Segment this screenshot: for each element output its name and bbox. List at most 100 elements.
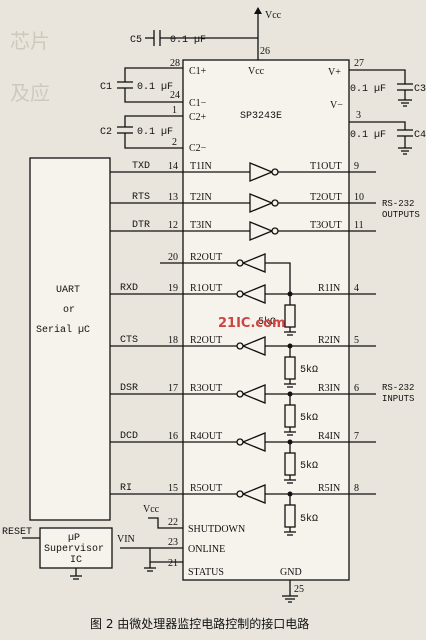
- r4-resistor-value: 5kΩ: [300, 460, 318, 472]
- pin-r2in-name: R2IN: [318, 335, 340, 346]
- r3-resistor-value: 5kΩ: [300, 412, 318, 424]
- pin-10: 10: [354, 192, 364, 203]
- pin-27: 27: [354, 58, 364, 69]
- supervisor-vin-label: VIN: [117, 534, 135, 545]
- t1-driver-icon: [249, 162, 274, 182]
- c2-wire-bottom: [124, 133, 183, 149]
- r1-resistor-icon: [284, 304, 296, 328]
- pin-21: 21: [168, 558, 178, 569]
- pin-status-name: STATUS: [188, 567, 224, 578]
- chip-name: SP3243E: [240, 111, 282, 122]
- pin-19: 19: [168, 283, 178, 294]
- pin-22: 22: [168, 517, 178, 528]
- r5-bubble: [236, 490, 244, 498]
- r4-bubble: [236, 438, 244, 446]
- shutdown-vcc-label: Vcc: [143, 504, 160, 515]
- signal-txd: TXD: [132, 161, 150, 172]
- pin-r2out-name: R2OUT: [190, 335, 222, 346]
- pin-16: 16: [168, 431, 178, 442]
- c3-wire: [349, 69, 406, 84]
- c3-value: 0.1 µF: [350, 84, 386, 95]
- c4-wire: [349, 121, 406, 130]
- vcc-label: Vcc: [265, 10, 282, 21]
- r5-resistor-icon: [284, 504, 296, 528]
- pin-20: 20: [168, 252, 178, 263]
- c2-value: 0.1 µF: [137, 127, 173, 138]
- c3-ground-icon: [398, 99, 412, 107]
- shutdown-vcc-wire: [148, 517, 183, 529]
- pin-r5out-name: R5OUT: [190, 483, 222, 494]
- r4-ground-icon: [284, 479, 296, 484]
- pin-17: 17: [168, 383, 178, 394]
- pin-online-name: ONLINE: [188, 544, 225, 555]
- supervisor-line3: IC: [70, 555, 82, 566]
- signal-cts: CTS: [120, 335, 138, 346]
- r2out-20-feed: [265, 262, 291, 294]
- r1-bubble: [236, 290, 244, 298]
- c5-name: C5: [130, 35, 142, 46]
- watermark-logo: 21IC.com: [218, 316, 286, 331]
- pin-t1out-name: T1OUT: [310, 161, 342, 172]
- sp3243e-chip: [182, 59, 350, 581]
- r2out-20-bubble: [236, 259, 244, 267]
- c3-name: C3: [414, 84, 426, 95]
- status-ground-icon: [144, 562, 156, 572]
- pin-r2out-20-name: R2OUT: [190, 252, 222, 263]
- r2-resistor-value: 5kΩ: [300, 364, 318, 376]
- status-wire: [149, 548, 183, 563]
- pin-vminus-name: V−: [330, 100, 343, 111]
- signal-ri: RI: [120, 483, 132, 494]
- pin-vplus-name: V+: [328, 67, 341, 78]
- pin-r1in-name: R1IN: [318, 283, 340, 294]
- pin-c1p-name: C1+: [189, 66, 207, 77]
- pin-15: 15: [168, 483, 178, 494]
- pin-7: 7: [354, 431, 359, 442]
- pin-9: 9: [354, 161, 359, 172]
- pin-4: 4: [354, 283, 359, 294]
- background-ghost-text-2: 及应: [10, 81, 50, 105]
- pin-23: 23: [168, 537, 178, 548]
- rs232-inputs-2: INPUTS: [382, 394, 414, 404]
- background-ghost-text: 芯片: [10, 29, 50, 53]
- pin-c1m-name: C1−: [189, 98, 207, 109]
- pin-18: 18: [168, 335, 178, 346]
- pin-11: 11: [354, 220, 364, 231]
- t2-driver-icon: [249, 193, 274, 213]
- signal-dtr: DTR: [132, 220, 150, 231]
- pin-25: 25: [294, 584, 304, 595]
- pin-3: 3: [356, 110, 361, 121]
- pin-6: 6: [354, 383, 359, 394]
- pin-t3in-name: T3IN: [190, 220, 212, 231]
- pin-c2p-name: C2+: [189, 112, 207, 123]
- pin-r4out-name: R4OUT: [190, 431, 222, 442]
- pin-r4in-name: R4IN: [318, 431, 340, 442]
- pin-c2m-name: C2−: [189, 143, 207, 154]
- chip-vcc-label: Vcc: [248, 66, 265, 77]
- c1-wire-top: [124, 67, 183, 82]
- supervisor-line1: µP: [68, 533, 80, 544]
- vcc-arrow-icon: [254, 7, 262, 14]
- pin-28: 28: [170, 58, 180, 69]
- r3-bubble: [236, 390, 244, 398]
- supervisor-line2: Supervisor: [44, 543, 104, 555]
- pin-shutdown-name: SHUTDOWN: [188, 524, 245, 535]
- r4-resistor-icon: [284, 452, 296, 476]
- uart-line2: or: [63, 305, 75, 316]
- c4-name: C4: [414, 130, 426, 141]
- t2-inverter-bubble: [271, 199, 279, 207]
- c4-value: 0.1 µF: [350, 130, 386, 141]
- c2-wire-top: [124, 115, 183, 127]
- pin-t1in-name: T1IN: [190, 161, 212, 172]
- pin-t2in-name: T2IN: [190, 192, 212, 203]
- pin-r3in-name: R3IN: [318, 383, 340, 394]
- c1-wire-bottom: [124, 88, 183, 103]
- r2-ground-icon: [284, 383, 296, 388]
- pin-26: 26: [260, 46, 270, 57]
- uart-block: [29, 157, 111, 521]
- uart-line1: UART: [56, 285, 80, 296]
- signal-dsr: DSR: [120, 383, 138, 394]
- t3-inverter-bubble: [271, 227, 279, 235]
- c2-name: C2: [100, 127, 112, 138]
- c1-value: 0.1 µF: [137, 82, 173, 93]
